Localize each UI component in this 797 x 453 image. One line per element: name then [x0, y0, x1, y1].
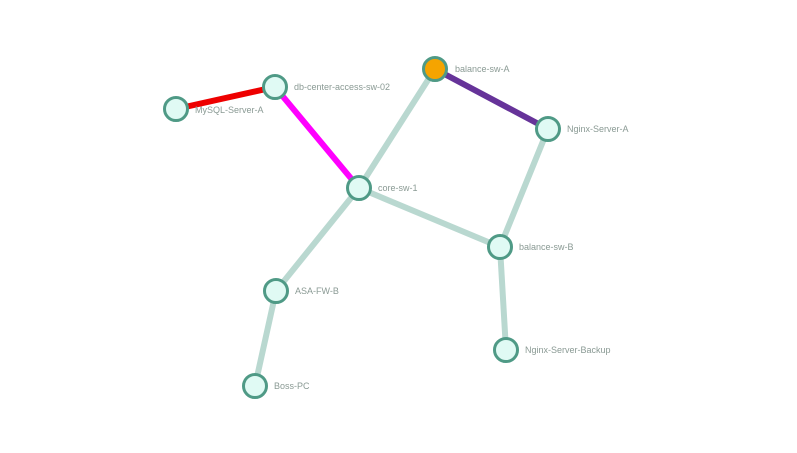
node-label: Nginx-Server-Backup	[525, 345, 611, 355]
link-db_sw-core[interactable]	[272, 84, 362, 191]
link-mysql-db_sw[interactable]	[173, 84, 278, 112]
node-label: db-center-access-sw-02	[294, 82, 390, 92]
node-label: balance-sw-A	[455, 64, 510, 74]
node-circle[interactable]	[163, 96, 189, 122]
node-label: MySQL-Server-A	[195, 105, 264, 115]
node-db_sw[interactable]: db-center-access-sw-02	[262, 74, 391, 100]
node-label: core-sw-1	[378, 183, 418, 193]
node-circle[interactable]	[242, 373, 268, 399]
link-asa-boss[interactable]	[252, 288, 279, 389]
node-mysql[interactable]: MySQL-Server-A	[163, 96, 264, 122]
node-bal_a[interactable]: balance-sw-A	[422, 56, 510, 82]
link-bal_b-nginx_bk[interactable]	[497, 244, 509, 353]
node-asa[interactable]: ASA-FW-B	[263, 278, 339, 304]
links-layer	[173, 66, 551, 389]
link-nginx_a-bal_b[interactable]	[497, 126, 551, 250]
node-label: balance-sw-B	[519, 242, 574, 252]
node-circle[interactable]	[535, 116, 561, 142]
node-label: Boss-PC	[274, 381, 310, 391]
node-boss[interactable]: Boss-PC	[242, 373, 311, 399]
node-circle[interactable]	[487, 234, 513, 260]
link-bal_a-nginx_a[interactable]	[432, 66, 551, 132]
node-circle[interactable]	[422, 56, 448, 82]
link-core-bal_a[interactable]	[356, 66, 438, 191]
node-label: Nginx-Server-A	[567, 124, 629, 134]
link-core-asa[interactable]	[273, 185, 362, 294]
node-nginx_bk[interactable]: Nginx-Server-Backup	[493, 337, 611, 363]
node-circle[interactable]	[346, 175, 372, 201]
node-nginx_a[interactable]: Nginx-Server-A	[535, 116, 629, 142]
node-bal_b[interactable]: balance-sw-B	[487, 234, 574, 260]
nodes-layer: MySQL-Server-A db-center-access-sw-02 core…	[163, 56, 629, 399]
node-circle[interactable]	[262, 74, 288, 100]
node-circle[interactable]	[263, 278, 289, 304]
node-circle[interactable]	[493, 337, 519, 363]
node-core[interactable]: core-sw-1	[346, 175, 418, 201]
link-core-bal_b[interactable]	[356, 185, 503, 250]
node-label: ASA-FW-B	[295, 286, 339, 296]
